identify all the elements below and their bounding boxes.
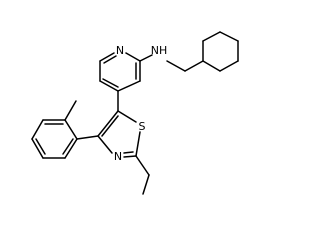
bond <box>184 60 204 72</box>
bond <box>135 155 150 176</box>
bond <box>102 78 119 88</box>
bond <box>99 52 115 62</box>
bond <box>97 135 113 154</box>
bond <box>99 80 119 92</box>
bond <box>97 110 119 137</box>
bond <box>64 100 77 121</box>
thiazole-sulfur-label: S <box>139 120 146 133</box>
bond <box>117 80 141 92</box>
bond <box>123 155 137 158</box>
bond <box>76 135 99 140</box>
tolyl-ring <box>31 119 78 159</box>
bond <box>166 60 186 72</box>
bond <box>123 151 134 154</box>
bond <box>125 52 141 62</box>
pyridine-ring <box>99 52 141 92</box>
bond <box>117 110 137 123</box>
bond <box>35 138 46 155</box>
cyclohexyl-ring <box>202 31 239 72</box>
bond <box>101 115 119 137</box>
bond <box>62 138 74 155</box>
bond <box>139 54 153 62</box>
thiazole-ring <box>97 110 141 158</box>
bond <box>202 31 221 42</box>
molecule-structure: N NH S N <box>31 31 239 195</box>
bond <box>31 138 44 159</box>
amine-nh-label: NH <box>151 44 168 57</box>
bond <box>64 119 78 140</box>
bond <box>135 131 141 157</box>
bond <box>31 119 44 140</box>
pyridine-nitrogen-label: N <box>116 44 124 57</box>
bond <box>219 31 239 42</box>
bond <box>142 174 150 195</box>
methylene-linker <box>166 60 204 72</box>
ethyl-group <box>135 155 150 195</box>
bond <box>64 138 78 159</box>
structure-canvas: N NH S N <box>31 31 239 195</box>
bond <box>103 55 117 64</box>
bond <box>202 60 221 72</box>
thiazole-nitrogen-label: N <box>114 150 122 163</box>
bond <box>219 60 239 72</box>
